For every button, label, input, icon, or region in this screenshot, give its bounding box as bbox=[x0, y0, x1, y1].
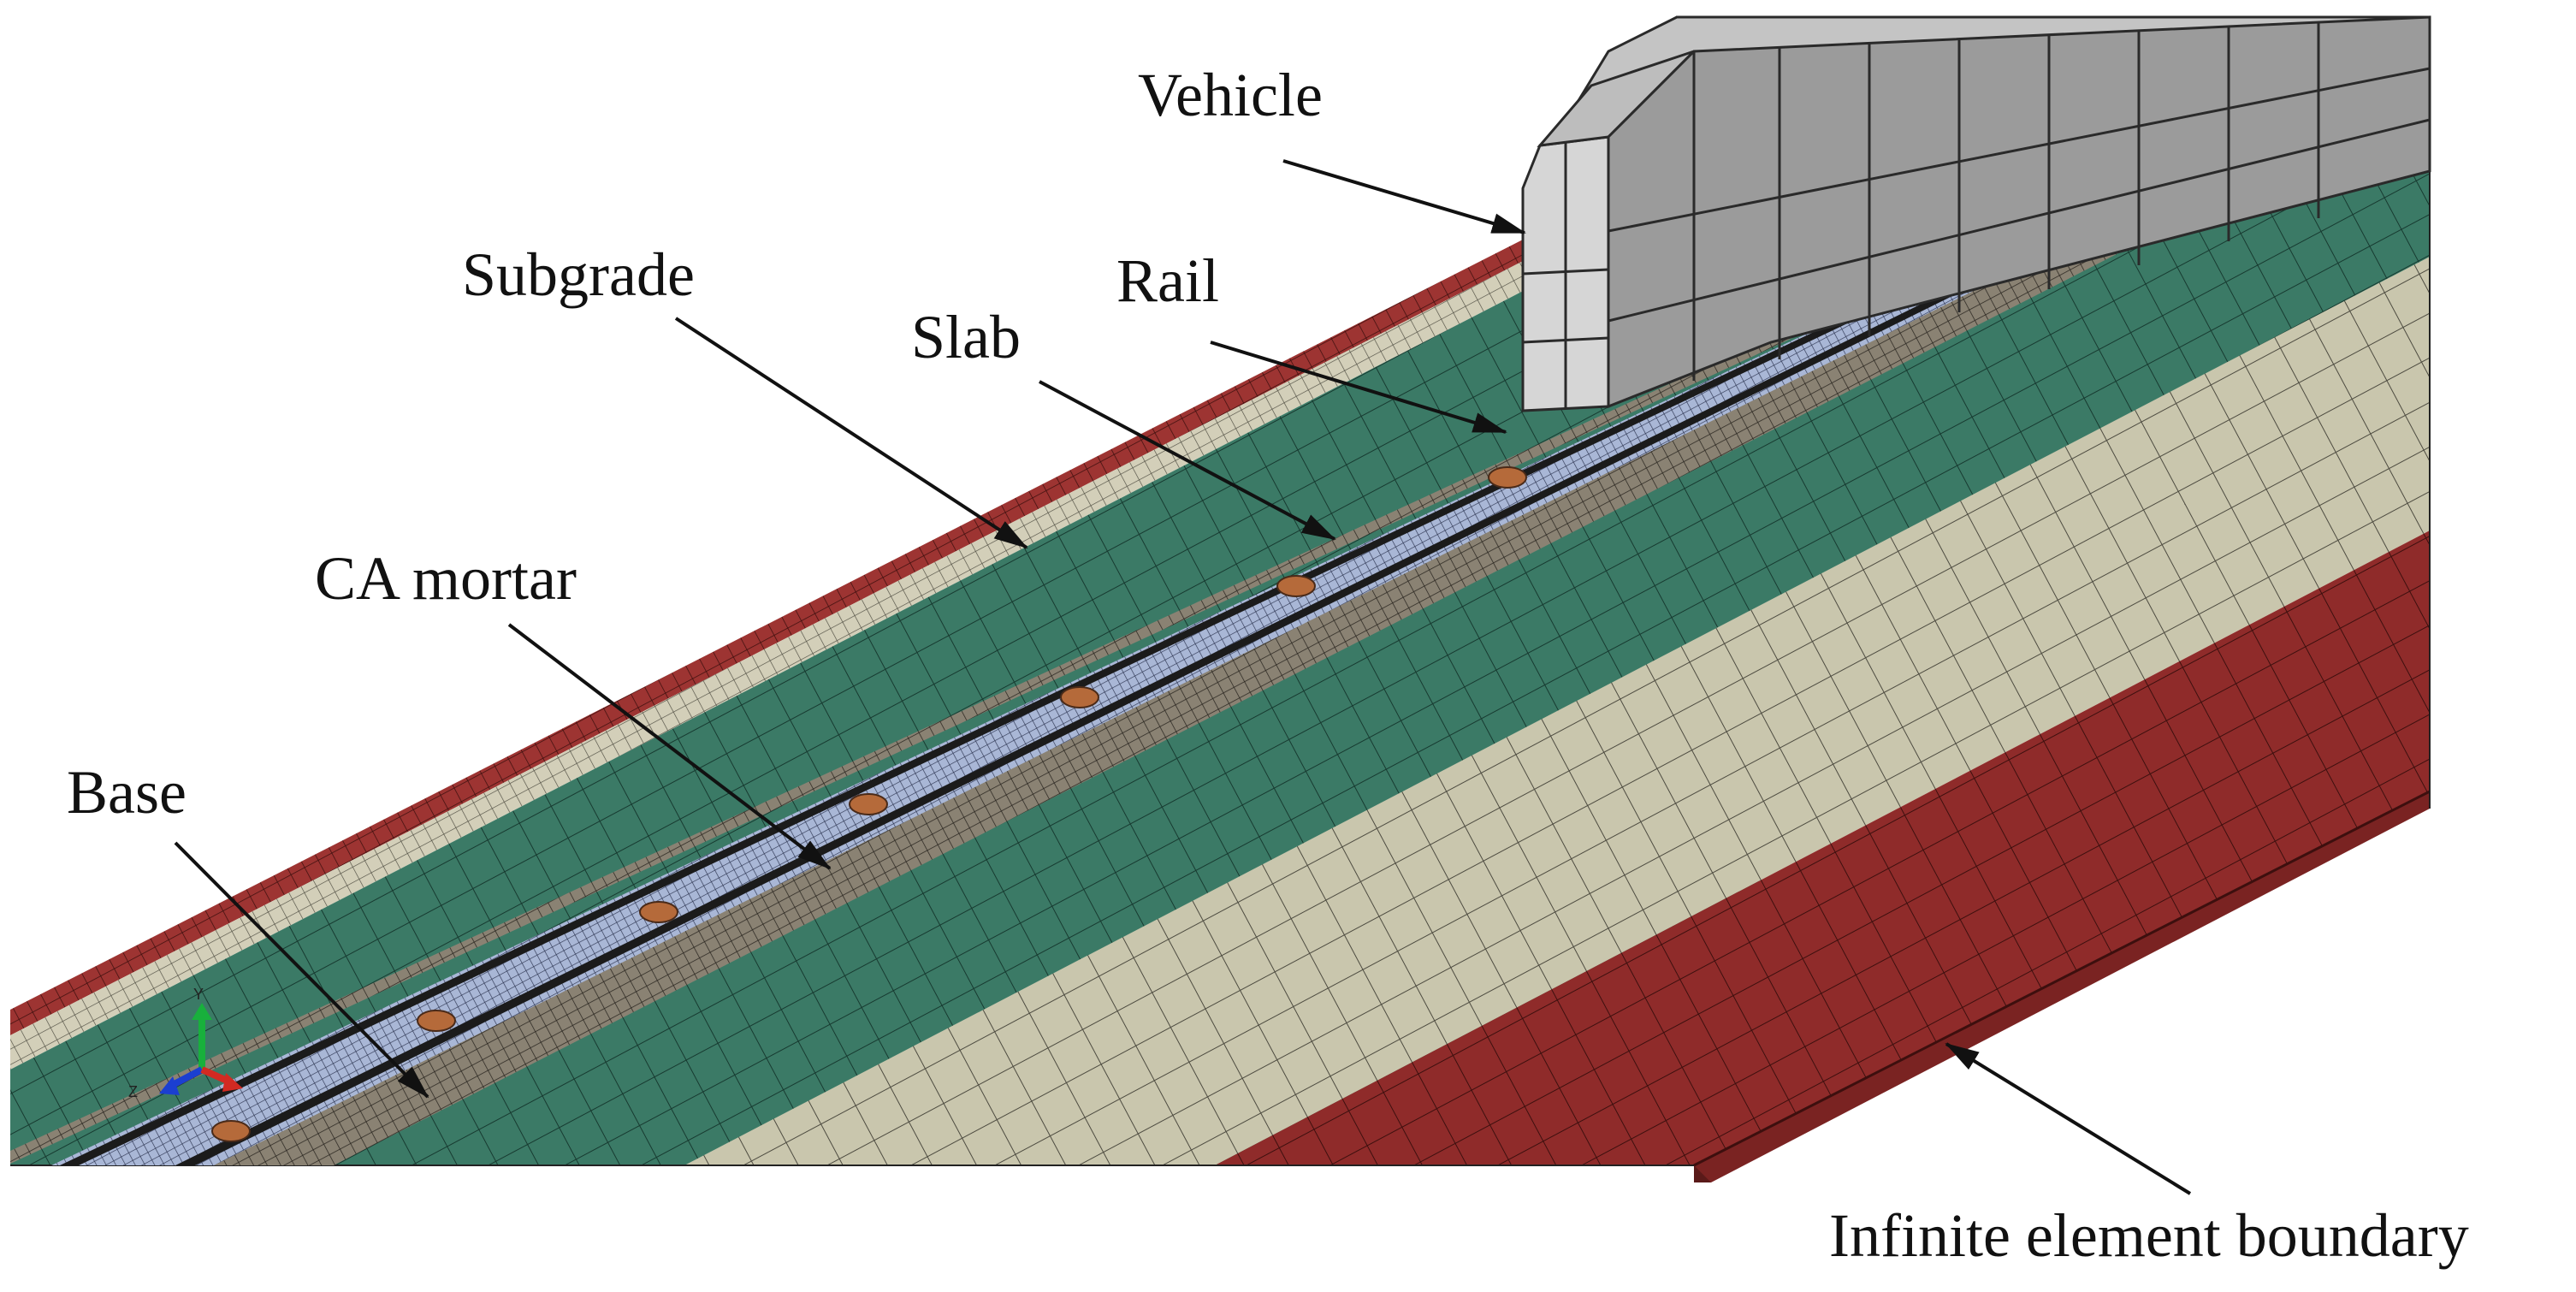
fastener-markers bbox=[211, 466, 1527, 1142]
near-slope bbox=[10, 17, 2431, 1182]
leader-arrows bbox=[174, 159, 2192, 1195]
far-embankment bbox=[10, 240, 1540, 1070]
arrow-rail bbox=[1210, 341, 1507, 434]
label-vehicle: Vehicle bbox=[1138, 61, 1323, 129]
triad-y-label: Y bbox=[193, 986, 204, 1003]
axis-triad: Y Z bbox=[128, 986, 243, 1100]
label-ca-mortar: CA mortar bbox=[315, 544, 577, 613]
labels: Vehicle Subgrade Rail Slab CA mortar Bas… bbox=[67, 61, 2469, 1270]
arrow-slab bbox=[1039, 380, 1336, 541]
arrow-ca-mortar bbox=[507, 623, 832, 870]
label-rail: Rail bbox=[1116, 246, 1219, 315]
label-subgrade: Subgrade bbox=[462, 240, 695, 309]
arrow-subgrade bbox=[674, 317, 1028, 549]
arrow-base bbox=[174, 841, 429, 1099]
triad-z-label: Z bbox=[128, 1083, 138, 1100]
vehicle-block bbox=[1521, 15, 2431, 412]
label-infinite-boundary: Infinite element boundary bbox=[1829, 1201, 2469, 1270]
arrow-infinite-boundary bbox=[1945, 1042, 2192, 1195]
label-base: Base bbox=[67, 758, 187, 827]
rail-near bbox=[175, 53, 2430, 1165]
arrow-vehicle bbox=[1282, 159, 1526, 234]
label-slab: Slab bbox=[911, 303, 1021, 371]
